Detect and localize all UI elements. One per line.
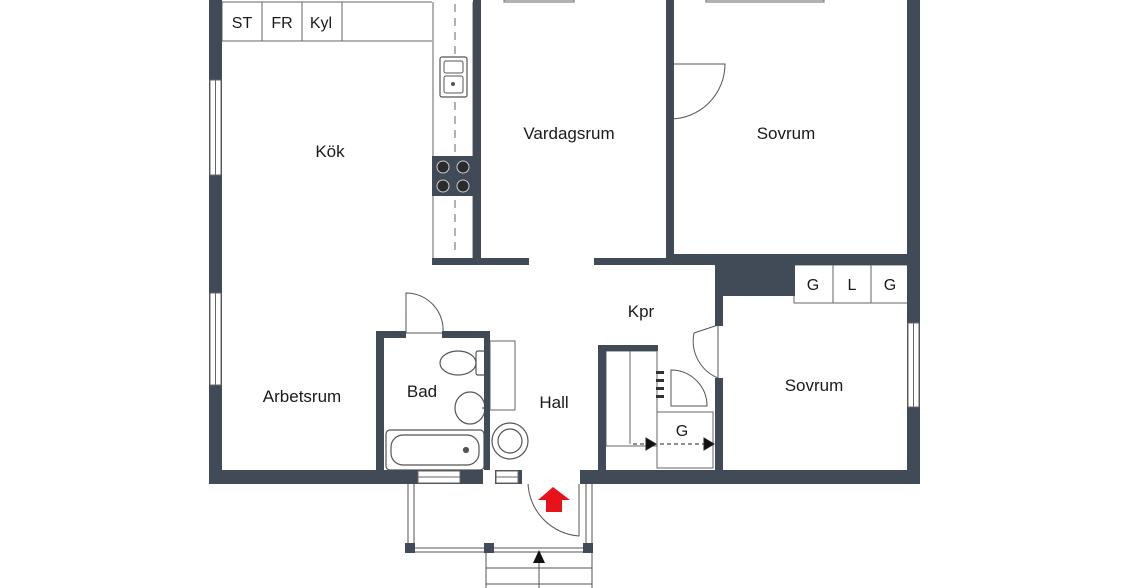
stair-arrow-icon [533, 550, 545, 563]
shelf-marks [656, 371, 664, 398]
entrance-arrow-icon [538, 487, 570, 512]
bottom-wall-gap [483, 470, 495, 484]
kitchen-appliance-row [221, 1, 432, 42]
kyl-label: Kyl [310, 15, 332, 32]
front-door-opening [522, 470, 580, 484]
bathtub-icon [385, 429, 485, 471]
hall-wardrobe [605, 350, 714, 469]
room-label-kpr: Kpr [628, 302, 655, 321]
sink-icon [439, 56, 468, 98]
toilet-icon [439, 350, 486, 376]
washing-machine-icon [491, 422, 529, 460]
stove-icon [432, 156, 474, 196]
room-label-sovrum-2: Sovrum [785, 376, 844, 395]
l-label: L [848, 277, 857, 294]
windows [209, 0, 920, 484]
room-label-vardagsrum: Vardagsrum [523, 124, 614, 143]
room-label-bad: Bad [407, 382, 437, 401]
room-label-kok: Kök [315, 142, 345, 161]
hall-wardrobe-arrows [633, 437, 715, 451]
bedroom-wardrobes [793, 264, 910, 304]
entrance-stairs [485, 553, 593, 588]
hall-cabinet [489, 340, 516, 411]
fr-label: FR [271, 15, 292, 32]
st-label: ST [232, 15, 253, 32]
kitchen-counter [432, 2, 474, 258]
g-left-label: G [807, 277, 819, 294]
room-label-hall: Hall [539, 393, 568, 412]
g-right-label: G [884, 277, 896, 294]
porch [405, 483, 593, 553]
g-hall-label: G [676, 423, 688, 440]
room-label-arbetsrum: Arbetsrum [263, 387, 341, 406]
washbasin-icon [454, 391, 488, 425]
room-label-sovrum-1: Sovrum [757, 124, 816, 143]
